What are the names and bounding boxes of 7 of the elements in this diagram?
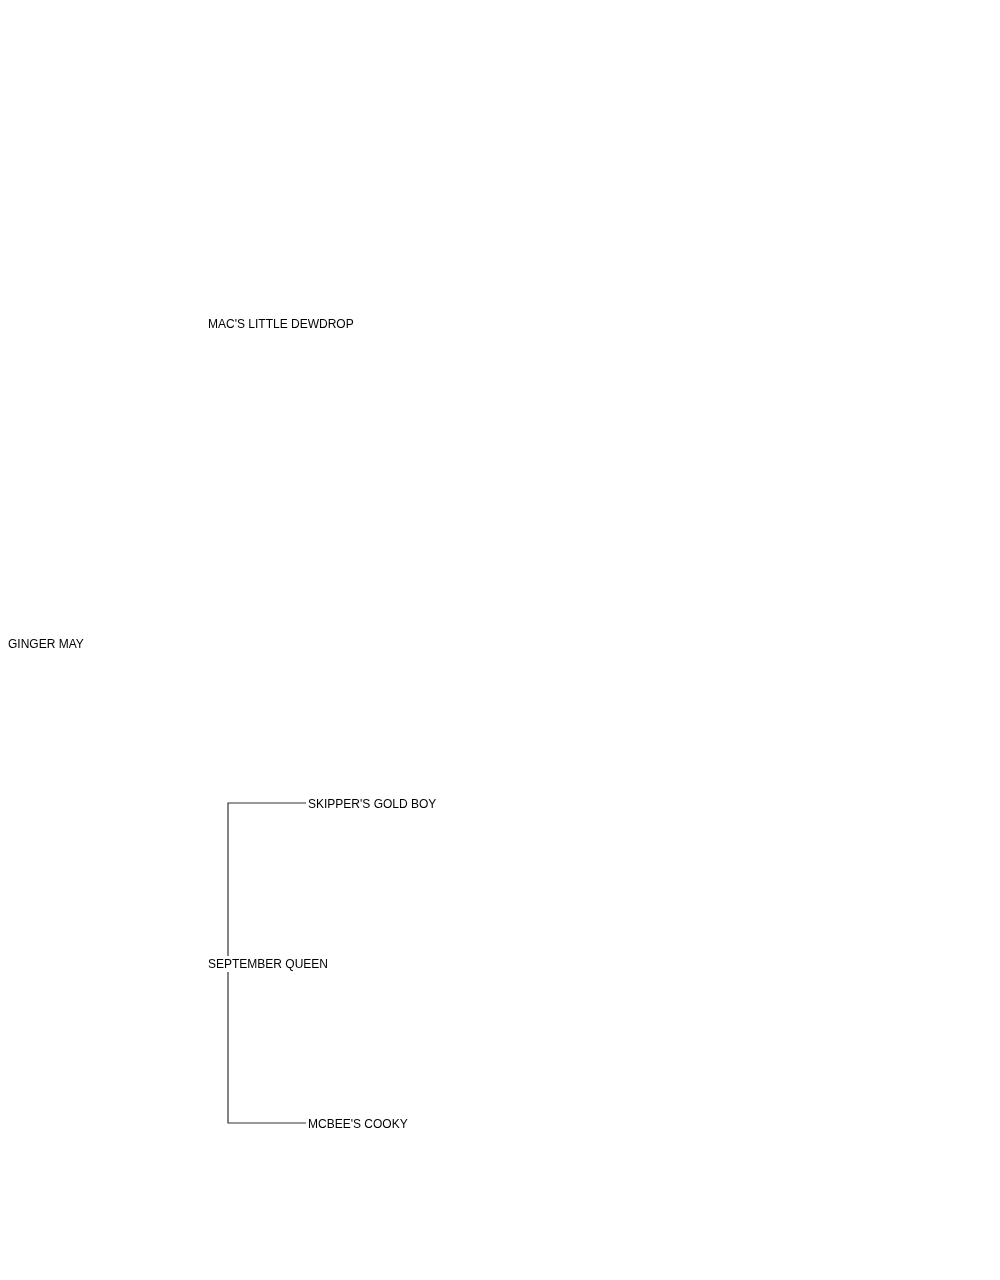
pedigree-name: MCBEE'S COOKY: [306, 1116, 408, 1132]
pedigree-name: GINGER MAY: [6, 636, 84, 652]
connector-line: [227, 802, 307, 957]
pedigree-name: SKIPPER'S GOLD BOY: [306, 796, 437, 812]
pedigree-name: SEPTEMBER QUEEN: [206, 956, 329, 972]
pedigree-name: MAC'S LITTLE DEWDROP: [206, 316, 354, 332]
connector-line: [227, 971, 307, 1124]
